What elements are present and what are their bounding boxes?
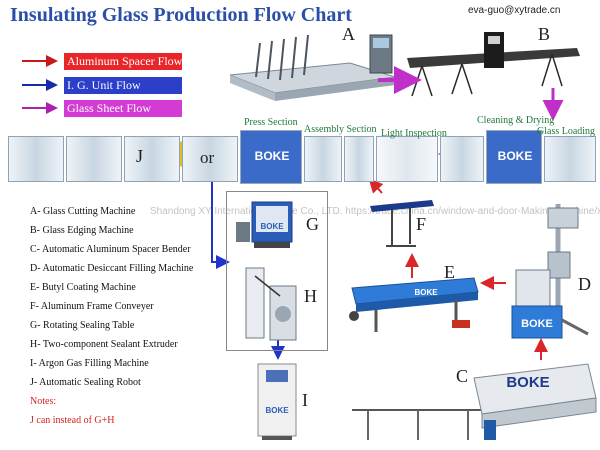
arrow-press-to-g	[211, 168, 230, 269]
loading-panel-1	[440, 136, 484, 182]
machine-g-illustration	[236, 201, 293, 248]
contact-email: eva-guo@xytrade.cn	[468, 5, 561, 16]
list-item-b: B- Glass Edging Machine	[30, 225, 134, 236]
line-panel-3	[124, 136, 180, 182]
production-line: BOKE BOKE	[8, 128, 598, 184]
list-item-g: G- Rotating Sealing Table	[30, 320, 135, 331]
press-boke-logo: BOKE	[254, 149, 290, 163]
list-item-c: C- Automatic Aluminum Spacer Bender	[30, 244, 191, 255]
machine-f-frame-conveyer	[366, 196, 436, 252]
g-boke-logo: BOKE	[260, 222, 284, 231]
machine-e-illustration	[349, 277, 479, 332]
machine-b-glass-edging	[402, 28, 582, 100]
cleaning-boke-logo: BOKE	[497, 149, 533, 163]
list-item-a: A- Glass Cutting Machine	[30, 206, 136, 217]
notes-title: Notes:	[30, 396, 57, 407]
machine-label-j: J	[136, 146, 144, 166]
label-light-inspection: Light Inspection	[381, 128, 447, 139]
i-boke-logo: BOKE	[265, 406, 289, 415]
list-item-j: J- Automatic Sealing Robot	[30, 377, 141, 388]
machine-label-i: I	[302, 390, 308, 410]
machine-label-a: A	[342, 24, 355, 44]
label-press-section: Press Section	[244, 117, 298, 128]
d-boke-logo: BOKE	[521, 318, 553, 330]
machine-b-illustration	[407, 32, 580, 97]
list-item-h: H- Two-component Sealant Extruder	[30, 339, 178, 350]
cleaning-drying-machine: BOKE	[486, 130, 542, 184]
machine-d-illustration	[511, 204, 589, 339]
inspection-panel	[376, 136, 438, 182]
machine-label-e: E	[444, 262, 455, 282]
machine-i-illustration	[257, 363, 297, 440]
list-item-i: I- Argon Gas Filling Machine	[30, 358, 149, 369]
machine-list: A- Glass Cutting Machine B- Glass Edging…	[30, 206, 230, 426]
legend: Aluminum Spacer Flow I. G. Unit Flow Gla…	[18, 52, 198, 122]
machine-label-b: B	[538, 24, 551, 44]
g-h-box	[226, 191, 328, 351]
machine-c-spacer-bender: BOKE	[348, 358, 598, 448]
list-item-d: D- Automatic Desiccant Filling Machine	[30, 263, 194, 274]
machine-label-g: G	[306, 214, 319, 234]
machine-g-rotating-table: BOKE	[234, 200, 300, 250]
press-section-machine: BOKE	[240, 130, 302, 184]
list-item-f: F- Aluminum Frame Conveyer	[30, 301, 154, 312]
notes-text: J can instead of G+H	[30, 415, 115, 426]
machine-d-desiccant-filling: BOKE	[508, 200, 592, 348]
label-assembly-section: Assembly Section	[304, 124, 377, 135]
label-glass-loading: Glass Loading	[537, 126, 596, 137]
machine-label-d: D	[578, 274, 591, 294]
list-item-e: E- Butyl Coating Machine	[30, 282, 136, 293]
machine-label-h: H	[304, 286, 317, 306]
legend-glass-sheet-flow: Glass Sheet Flow	[64, 100, 182, 117]
machine-c-illustration	[352, 363, 597, 440]
machine-f-illustration	[370, 200, 434, 247]
machine-label-f: F	[416, 214, 427, 234]
legend-arrows	[22, 55, 58, 114]
machine-label-c: C	[456, 366, 469, 386]
machine-h-illustration	[245, 267, 297, 341]
assembly-panel-1	[304, 136, 342, 182]
legend-spacer-flow: Aluminum Spacer Flow	[64, 53, 182, 70]
c-boke-logo: BOKE	[506, 374, 550, 391]
e-boke-logo: BOKE	[414, 288, 438, 297]
line-panel-1	[8, 136, 64, 182]
legend-ig-unit-flow: I. G. Unit Flow	[64, 77, 182, 94]
or-label: or	[200, 148, 215, 167]
line-panel-2	[66, 136, 122, 182]
machine-i-argon-filling: BOKE	[256, 362, 298, 442]
assembly-panel-2	[344, 136, 374, 182]
loading-panel-2	[544, 136, 596, 182]
line-panel-4	[182, 136, 238, 182]
arrow-f-to-assembly	[368, 178, 384, 194]
machine-e-butyl-coating: BOKE	[346, 270, 482, 340]
label-cleaning-drying: Cleaning & Drying	[477, 115, 555, 126]
machine-h-sealant-extruder	[240, 266, 302, 346]
page-title: Insulating Glass Production Flow Chart	[10, 4, 352, 26]
